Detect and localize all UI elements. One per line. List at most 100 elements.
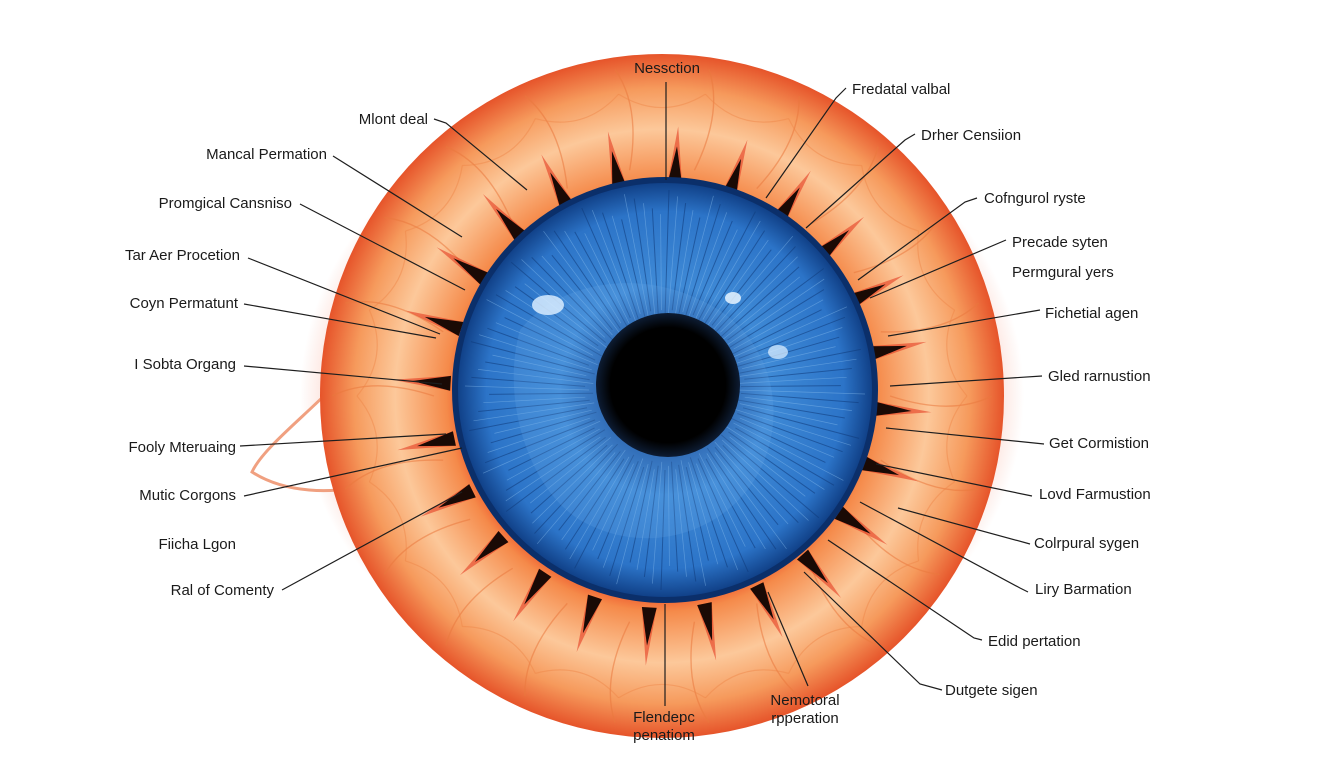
leader-line [765, 87, 847, 199]
iris-fiber [692, 229, 738, 324]
iris-fiber [702, 220, 761, 320]
iris-fiber [711, 249, 772, 326]
iris-fiber [495, 294, 602, 357]
iris-fiber [574, 231, 629, 329]
iris-fiber [682, 195, 714, 313]
label-right: Drher Censiion [921, 127, 1021, 144]
iris-fiber [530, 444, 608, 514]
iris-fiber [469, 407, 588, 432]
iris-fiber [701, 230, 766, 329]
ring-segment-line [524, 95, 568, 189]
iris-fiber [643, 203, 656, 319]
label-left: Promgical Cansniso [159, 195, 292, 212]
iris-fiber [478, 399, 590, 412]
iris-fiber [564, 458, 625, 550]
leader-line [247, 257, 441, 335]
iris-fiber [706, 239, 769, 327]
ring-segment-line [344, 459, 444, 490]
label-left: I Sobta Organg [134, 356, 236, 373]
iris-fibers [464, 189, 866, 591]
iris-fiber [592, 463, 634, 551]
leader-line [889, 375, 1043, 387]
iris-fiber [524, 283, 608, 348]
ring-scallop [861, 560, 919, 627]
iris-rim [452, 177, 878, 603]
ring-scallop [704, 669, 789, 699]
iris-fiber [728, 289, 825, 349]
label-left: Coyn Permatunt [130, 295, 239, 312]
iris-fiber [737, 336, 840, 367]
ring-segment-line [614, 69, 634, 171]
iris-fiber [696, 463, 739, 571]
iris-fiber [584, 233, 630, 324]
ring-notch [496, 208, 527, 243]
iris-highlight [532, 295, 564, 315]
iris-fiber [732, 327, 843, 366]
iris-fiber [561, 449, 626, 541]
iris-fiber [529, 437, 612, 504]
ring-scallop [917, 231, 955, 311]
iris-fiber [478, 334, 592, 371]
label-right: Get Cormistion [1049, 435, 1149, 452]
label-right: Gled rarnustion [1048, 368, 1151, 385]
iris-fiber [486, 299, 594, 356]
iris-fiber [581, 207, 631, 319]
label-bottom: rpperation [771, 710, 839, 727]
ring-scallop [788, 625, 862, 674]
iris-fiber [483, 396, 586, 404]
label-left: Tar Aer Procetion [125, 247, 240, 264]
iris-fiber [744, 396, 852, 411]
iris-fiber [668, 465, 670, 566]
leader-line [243, 447, 463, 497]
iris-fiber [675, 469, 687, 577]
iris-fiber [678, 217, 701, 316]
leader-line [767, 591, 809, 687]
iris-fiber [609, 466, 645, 577]
leader-line [887, 309, 1041, 337]
leader-line [281, 491, 463, 591]
iris-fiber [531, 257, 614, 341]
iris-fiber [489, 392, 594, 395]
iris-fiber [729, 436, 806, 497]
leader-line [433, 118, 528, 191]
label-right: Fichetial agen [1045, 305, 1138, 322]
iris-fiber [492, 354, 587, 377]
ring-segment-line [889, 395, 993, 407]
iris-fiber [611, 215, 641, 314]
iris-fiber [553, 230, 621, 329]
iris-fiber [514, 286, 599, 347]
iris-fiber [721, 276, 801, 341]
leader-lines [239, 82, 1045, 706]
iris-fiber [574, 454, 635, 569]
leader-line [332, 155, 463, 238]
ring-notch [474, 531, 509, 562]
iris-fiber [471, 376, 586, 387]
ring-scallop [369, 481, 407, 561]
iris-fiber [487, 417, 591, 453]
leader-line [857, 197, 978, 281]
ring-notch [424, 316, 464, 336]
leader-line [859, 501, 1029, 593]
iris-fiber [490, 411, 597, 444]
leader-line [803, 571, 943, 691]
iris-fiber [697, 211, 756, 322]
iris-fiber [504, 317, 596, 361]
ring-segments [331, 69, 993, 723]
ring-notch [641, 607, 657, 646]
iris-fiber [505, 429, 606, 491]
iris-fiber [720, 434, 820, 519]
leader-line [885, 427, 1045, 445]
iris-fiber [698, 453, 746, 547]
iris-fiber [633, 198, 652, 312]
label-left: Mlont deal [359, 111, 428, 128]
iris-fiber [536, 452, 616, 545]
pupil [596, 313, 740, 457]
ring-segment-line [756, 603, 800, 697]
iris-fiber [505, 290, 600, 352]
label-right: Permgural yers [1012, 264, 1114, 281]
ring-segment-line [853, 217, 941, 274]
ring-scallop [369, 231, 407, 311]
label-right: Precade syten [1012, 234, 1108, 251]
ring-segment-line [810, 146, 879, 225]
iris-fiber [534, 443, 618, 534]
